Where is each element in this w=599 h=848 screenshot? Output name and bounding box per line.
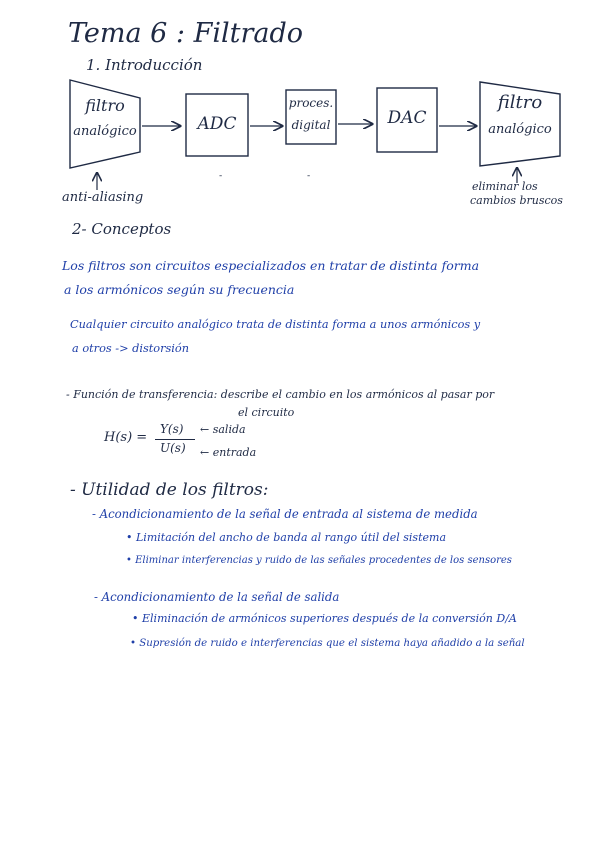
utilidad-item-2-bullet-2-text: Supresión de ruido e interferencias que … [139,638,525,649]
transfer-function-denominator: U(s) [160,441,186,455]
input-label: entrada [212,446,257,459]
utilidad-item-1-bullet-1-text: Limitación del ancho de banda al rango ú… [136,531,446,544]
utilidad-item-2: - Acondicionamiento de la señal de salid… [94,590,340,604]
input-arrow-label: ← entrada [200,446,257,459]
utilidad-item-1-bullet-1: • Limitación del ancho de banda al rango… [126,531,446,544]
fraction-bar [155,439,195,440]
eliminar-note-line1: eliminar los [472,180,538,193]
filter-block-right [479,81,561,167]
concept-paragraph-1-line-2: a los armónicos según su frecuencia [64,282,295,297]
svg-text:-: - [219,171,222,181]
filter-block-right-line1: filtro [497,92,543,113]
output-label: salida [212,423,246,436]
concept-paragraph-2-line-2: a otros -> distorsión [72,342,190,355]
output-arrow-label: ← salida [200,423,246,436]
transfer-function-numerator: Y(s) [160,422,184,436]
transfer-function-line-2: el circuito [238,406,295,419]
filter-block-left-line1: filtro [85,96,125,115]
utilidad-item-1-bullet-2-text: Eliminar interferencias y ruido de las s… [135,555,512,566]
processor-label-line2: digital [291,118,331,132]
anti-aliasing-note: anti-aliasing [62,190,144,205]
adc-block [185,93,249,157]
filter-block-right-line2: analógico [488,122,552,137]
dac-block [376,87,438,153]
processor-label-line1: proces. [288,96,334,110]
utilidad-item-1: - Acondicionamiento de la señal de entra… [92,507,478,521]
dac-label: DAC [387,108,427,128]
section-heading-introduccion: 1. Introducción [86,56,203,74]
filter-block-left-line2: analógico [73,124,137,139]
eliminar-note-line2: cambios bruscos [470,194,563,207]
concept-paragraph-1-line-1: Los filtros son circuitos especializados… [62,258,480,273]
signal-chain-diagram: - - [69,79,561,190]
utilidad-item-2-bullet-2: • Supresión de ruido e interferencias qu… [130,638,525,649]
adc-label: ADC [197,114,237,134]
svg-text:-: - [307,171,310,181]
filter-block-left [69,79,141,169]
transfer-function-line-1: - Función de transferencia: describe el … [66,388,495,401]
utilidad-heading: - Utilidad de los filtros: [70,480,269,500]
utilidad-item-2-bullet-1-text: Eliminación de armónicos superiores desp… [142,612,517,625]
utilidad-item-1-bullet-2: • Eliminar interferencias y ruido de las… [126,555,512,566]
concept-paragraph-2-line-1: Cualquier circuito analógico trata de di… [70,318,481,331]
utilidad-item-2-bullet-1: • Eliminación de armónicos superiores de… [132,612,517,625]
section-heading-conceptos: 2- Conceptos [72,220,172,238]
processor-block [285,89,337,145]
transfer-function-lhs: H(s) = [104,430,148,445]
page-title: Tema 6 : Filtrado [68,18,304,49]
